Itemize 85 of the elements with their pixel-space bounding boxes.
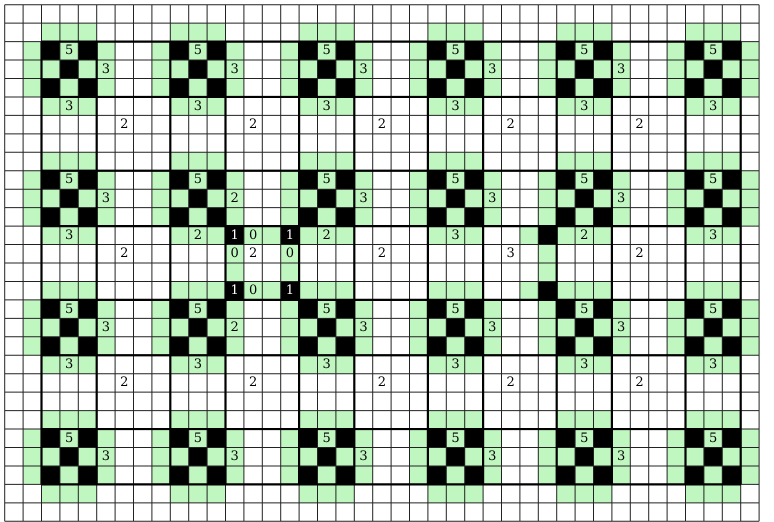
clue-number: 2: [376, 248, 388, 260]
clue-number: 3: [358, 63, 369, 76]
clue-number: 5: [579, 44, 590, 58]
clue-number: 5: [708, 174, 718, 186]
clue-number: 5: [450, 432, 461, 444]
clue-number: 5: [322, 432, 332, 444]
clue-number: 1: [284, 229, 296, 242]
clue-number: 1: [230, 284, 240, 297]
clue-number: 2: [322, 229, 332, 242]
clue-number: 3: [708, 100, 718, 112]
clue-number: 3: [322, 100, 332, 112]
clue-number: 2: [119, 248, 130, 260]
clue-number: 3: [64, 358, 74, 371]
clue-number: 3: [64, 100, 74, 112]
clue-number: 2: [192, 229, 204, 242]
clue-number: 2: [506, 376, 516, 390]
clue-number: 5: [450, 44, 461, 58]
clue-number: 5: [708, 302, 718, 316]
clue-number: 2: [119, 118, 130, 131]
clue-number: 3: [100, 450, 112, 463]
clue-number: 5: [322, 174, 332, 186]
clue-number: 0: [248, 229, 258, 242]
clue-number: 3: [616, 321, 626, 334]
clue-number: 5: [64, 302, 74, 316]
clue-number: 5: [708, 44, 718, 58]
clue-number: 5: [64, 44, 74, 58]
clue-number: 5: [579, 302, 590, 316]
clue-number: 3: [100, 192, 112, 205]
clue-number: 2: [634, 376, 645, 390]
clue-number: 2: [376, 118, 388, 131]
clue-number: 3: [450, 100, 461, 112]
clue-number: 5: [192, 174, 204, 186]
clue-number: 5: [322, 44, 332, 58]
clue-number: 2: [634, 118, 645, 131]
clue-number: 5: [192, 44, 204, 58]
clue-number: 3: [322, 358, 332, 371]
clue-number: 3: [616, 63, 626, 76]
clue-number: 2: [579, 229, 590, 242]
clue-number: 3: [616, 192, 626, 205]
clue-number: 5: [64, 432, 74, 444]
clue-number: 3: [358, 321, 369, 334]
clue-number: 5: [64, 174, 74, 186]
clue-number: 2: [230, 321, 240, 334]
clue-number: 3: [230, 450, 240, 463]
clue-number: 1: [284, 284, 296, 297]
clue-number: 3: [487, 450, 498, 463]
clue-number: 2: [230, 192, 240, 205]
clue-number: 2: [248, 376, 258, 390]
clue-number: 3: [450, 229, 461, 242]
clue-number: 3: [616, 450, 626, 463]
clue-number: 2: [376, 376, 388, 390]
clue-number: 3: [358, 450, 369, 463]
clue-number: 3: [450, 358, 461, 371]
clue-number: 3: [100, 321, 112, 334]
clue-number: 5: [579, 432, 590, 444]
clue-number: 3: [487, 321, 498, 334]
clue-number: 2: [119, 376, 130, 390]
clue-number: 5: [450, 302, 461, 316]
clue-number: 3: [100, 63, 112, 76]
clue-number: 3: [487, 192, 498, 205]
clue-number: 3: [230, 63, 240, 76]
clue-number: 2: [248, 118, 258, 131]
clue-number: 0: [230, 248, 240, 260]
clue-number: 3: [506, 248, 516, 260]
clue-number: 3: [487, 63, 498, 76]
clue-number: 2: [506, 118, 516, 131]
clue-number: 3: [192, 100, 204, 112]
clue-number: 3: [358, 192, 369, 205]
clue-number: 3: [708, 229, 718, 242]
clue-number: 0: [284, 248, 296, 260]
clue-number: 2: [634, 248, 645, 260]
clue-number: 2: [248, 248, 258, 260]
clue-number: 5: [192, 432, 204, 444]
clue-number: 0: [248, 284, 258, 297]
clue-number: 3: [192, 358, 204, 371]
clue-number: 5: [192, 302, 204, 316]
clue-number: 1: [230, 229, 240, 242]
clue-number: 5: [450, 174, 461, 186]
clue-number: 5: [708, 432, 718, 444]
clue-number: 5: [322, 302, 332, 316]
clue-number: 5: [579, 174, 590, 186]
clue-number: 3: [64, 229, 74, 242]
clue-number: 3: [579, 100, 590, 112]
clue-number: 3: [708, 358, 718, 371]
clue-number: 3: [579, 358, 590, 371]
